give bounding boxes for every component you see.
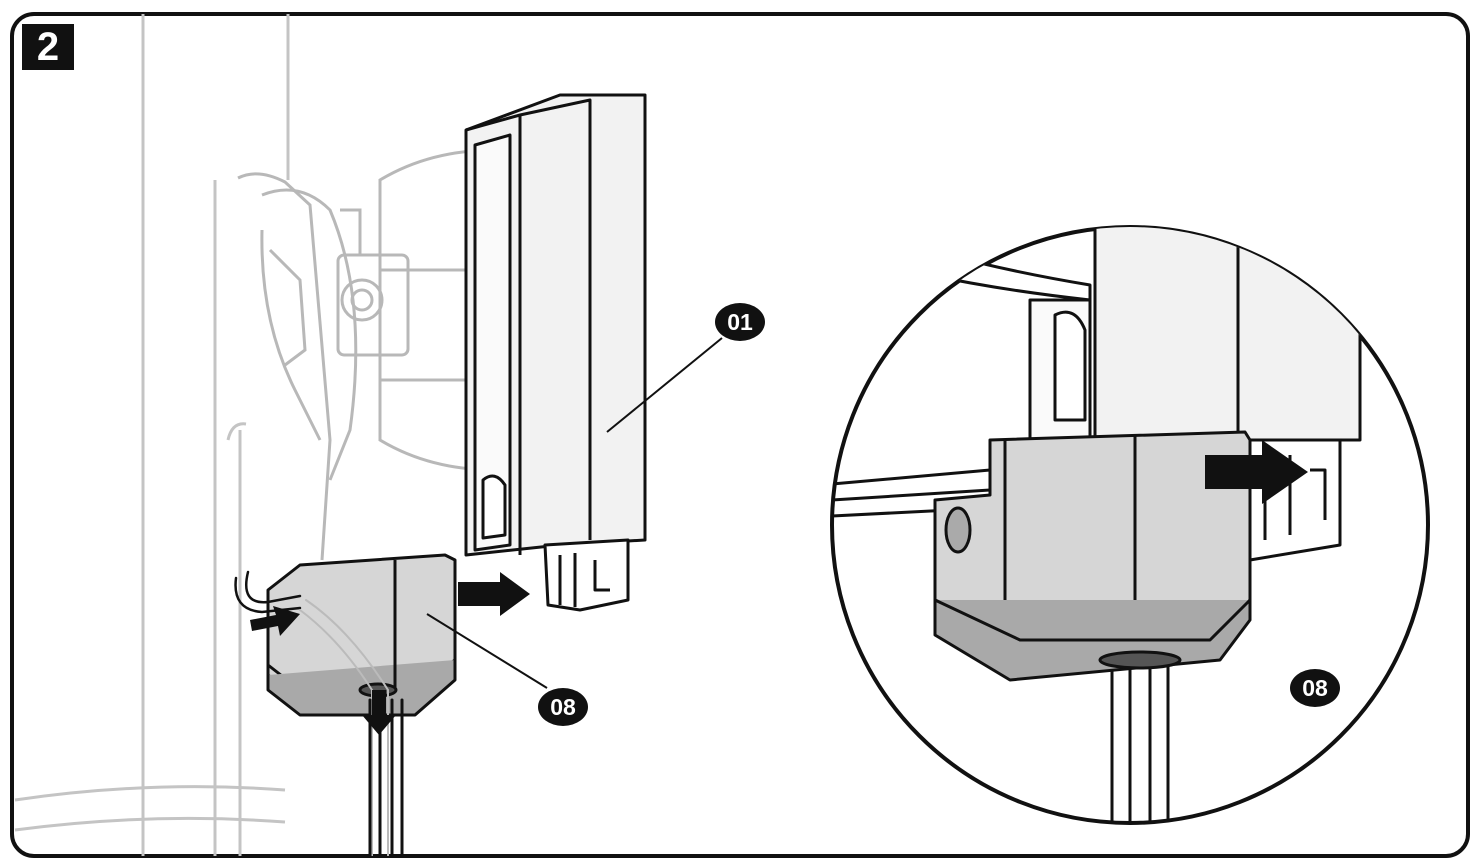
background-pole — [14, 14, 290, 856]
down-arrow-icon — [362, 690, 396, 735]
cable-cover-08 — [266, 553, 457, 717]
bracket-01 — [464, 93, 647, 612]
callout-08-detail: 08 — [1290, 669, 1340, 707]
callout-08-detail-label: 08 — [1302, 675, 1328, 701]
callout-08-label: 08 — [550, 694, 576, 720]
cables-main — [234, 570, 404, 856]
step-number-badge: 2 — [22, 24, 74, 70]
push-arrow-icon — [1205, 440, 1308, 504]
callout-08: 08 — [538, 688, 588, 726]
callout-01-label: 01 — [727, 309, 753, 335]
push-arrow-icon — [458, 572, 530, 616]
detail-view — [832, 227, 1362, 823]
insert-arrow-icon — [250, 606, 300, 636]
callout-01: 01 — [715, 303, 765, 341]
faded-mount — [237, 148, 497, 561]
